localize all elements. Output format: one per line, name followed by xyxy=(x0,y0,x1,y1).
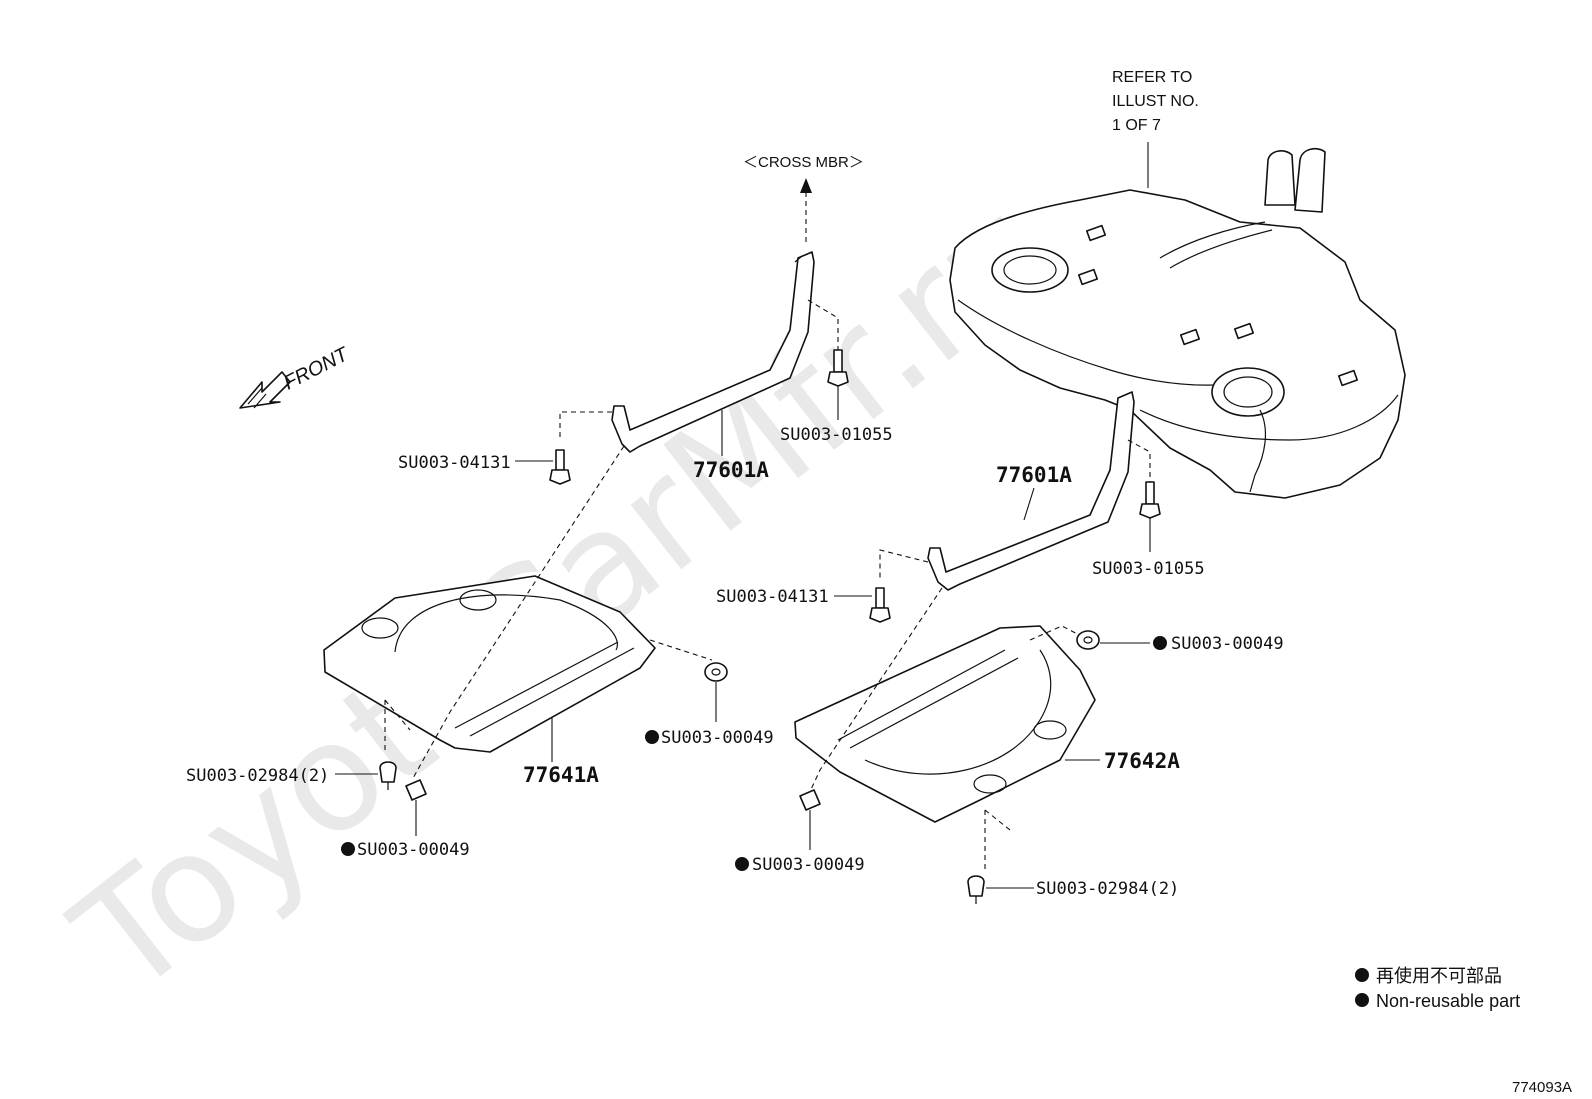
bracket-left[interactable] xyxy=(611,251,815,453)
bolt-left-upper-icon[interactable] xyxy=(549,449,571,485)
label-bolt-left-upper: SU003-04131 xyxy=(398,453,511,473)
label-bolt-right-rear: SU003-01055 xyxy=(1092,559,1205,579)
label-pin-left: SU003-02984(2) xyxy=(186,766,329,786)
label-pin-right: SU003-02984(2) xyxy=(1036,879,1179,899)
svg-text:1 OF 7: 1 OF 7 xyxy=(1112,117,1161,134)
fuel-tank-illustration xyxy=(949,147,1406,499)
pin-left-icon[interactable] xyxy=(379,761,397,790)
front-arrow-icon xyxy=(239,371,291,409)
svg-text:ILLUST NO.: ILLUST NO. xyxy=(1112,93,1199,110)
label-nut-right: SU003-00049 xyxy=(1171,634,1284,654)
label-bolt-right-upper: SU003-04131 xyxy=(716,587,829,607)
assembly-lines xyxy=(384,299,1151,870)
non-reusable-mark-nut-right xyxy=(1153,636,1167,650)
bracket-right[interactable] xyxy=(927,391,1135,591)
label-cover-left: 77641A xyxy=(523,763,599,787)
nut-right-icon[interactable] xyxy=(1076,630,1100,650)
legend: 再使用不可部品 Non-reusable part xyxy=(1355,966,1520,1011)
legend-line-2: Non-reusable part xyxy=(1376,991,1520,1011)
label-bracket-left: 77601A xyxy=(693,458,769,482)
cross-member-arrow-icon xyxy=(800,178,812,246)
figure-id: 774093A xyxy=(1512,1079,1572,1096)
bolt-right-upper-icon[interactable] xyxy=(869,587,891,623)
refer-note: REFER TO ILLUST NO. 1 OF 7 xyxy=(1112,69,1199,134)
label-clip-left: SU003-00049 xyxy=(357,840,470,860)
front-label: FRONT xyxy=(280,343,353,395)
cover-right[interactable] xyxy=(794,625,1096,823)
legend-line-1: 再使用不可部品 xyxy=(1376,966,1502,986)
non-reusable-mark-nut-left xyxy=(645,730,659,744)
non-reusable-mark-clip-left xyxy=(341,842,355,856)
label-nut-left: SU003-00049 xyxy=(661,728,774,748)
cover-left[interactable] xyxy=(323,575,656,753)
bolt-right-rear-icon[interactable] xyxy=(1139,481,1161,519)
label-cover-right: 77642A xyxy=(1104,749,1180,773)
cross-member-label: ＜CROSS MBR＞ xyxy=(743,154,864,171)
label-bracket-right: 77601A xyxy=(996,463,1072,487)
nut-left-icon[interactable] xyxy=(704,662,728,682)
clip-right-icon[interactable] xyxy=(799,789,821,811)
label-bolt-left-rear: SU003-01055 xyxy=(780,425,893,445)
label-clip-right: SU003-00049 xyxy=(752,855,865,875)
pin-right-icon[interactable] xyxy=(967,875,985,904)
clip-left-icon[interactable] xyxy=(405,779,427,801)
svg-text:REFER TO: REFER TO xyxy=(1112,69,1192,86)
bolt-left-rear-icon[interactable] xyxy=(827,349,849,387)
non-reusable-mark-clip-right xyxy=(735,857,749,871)
